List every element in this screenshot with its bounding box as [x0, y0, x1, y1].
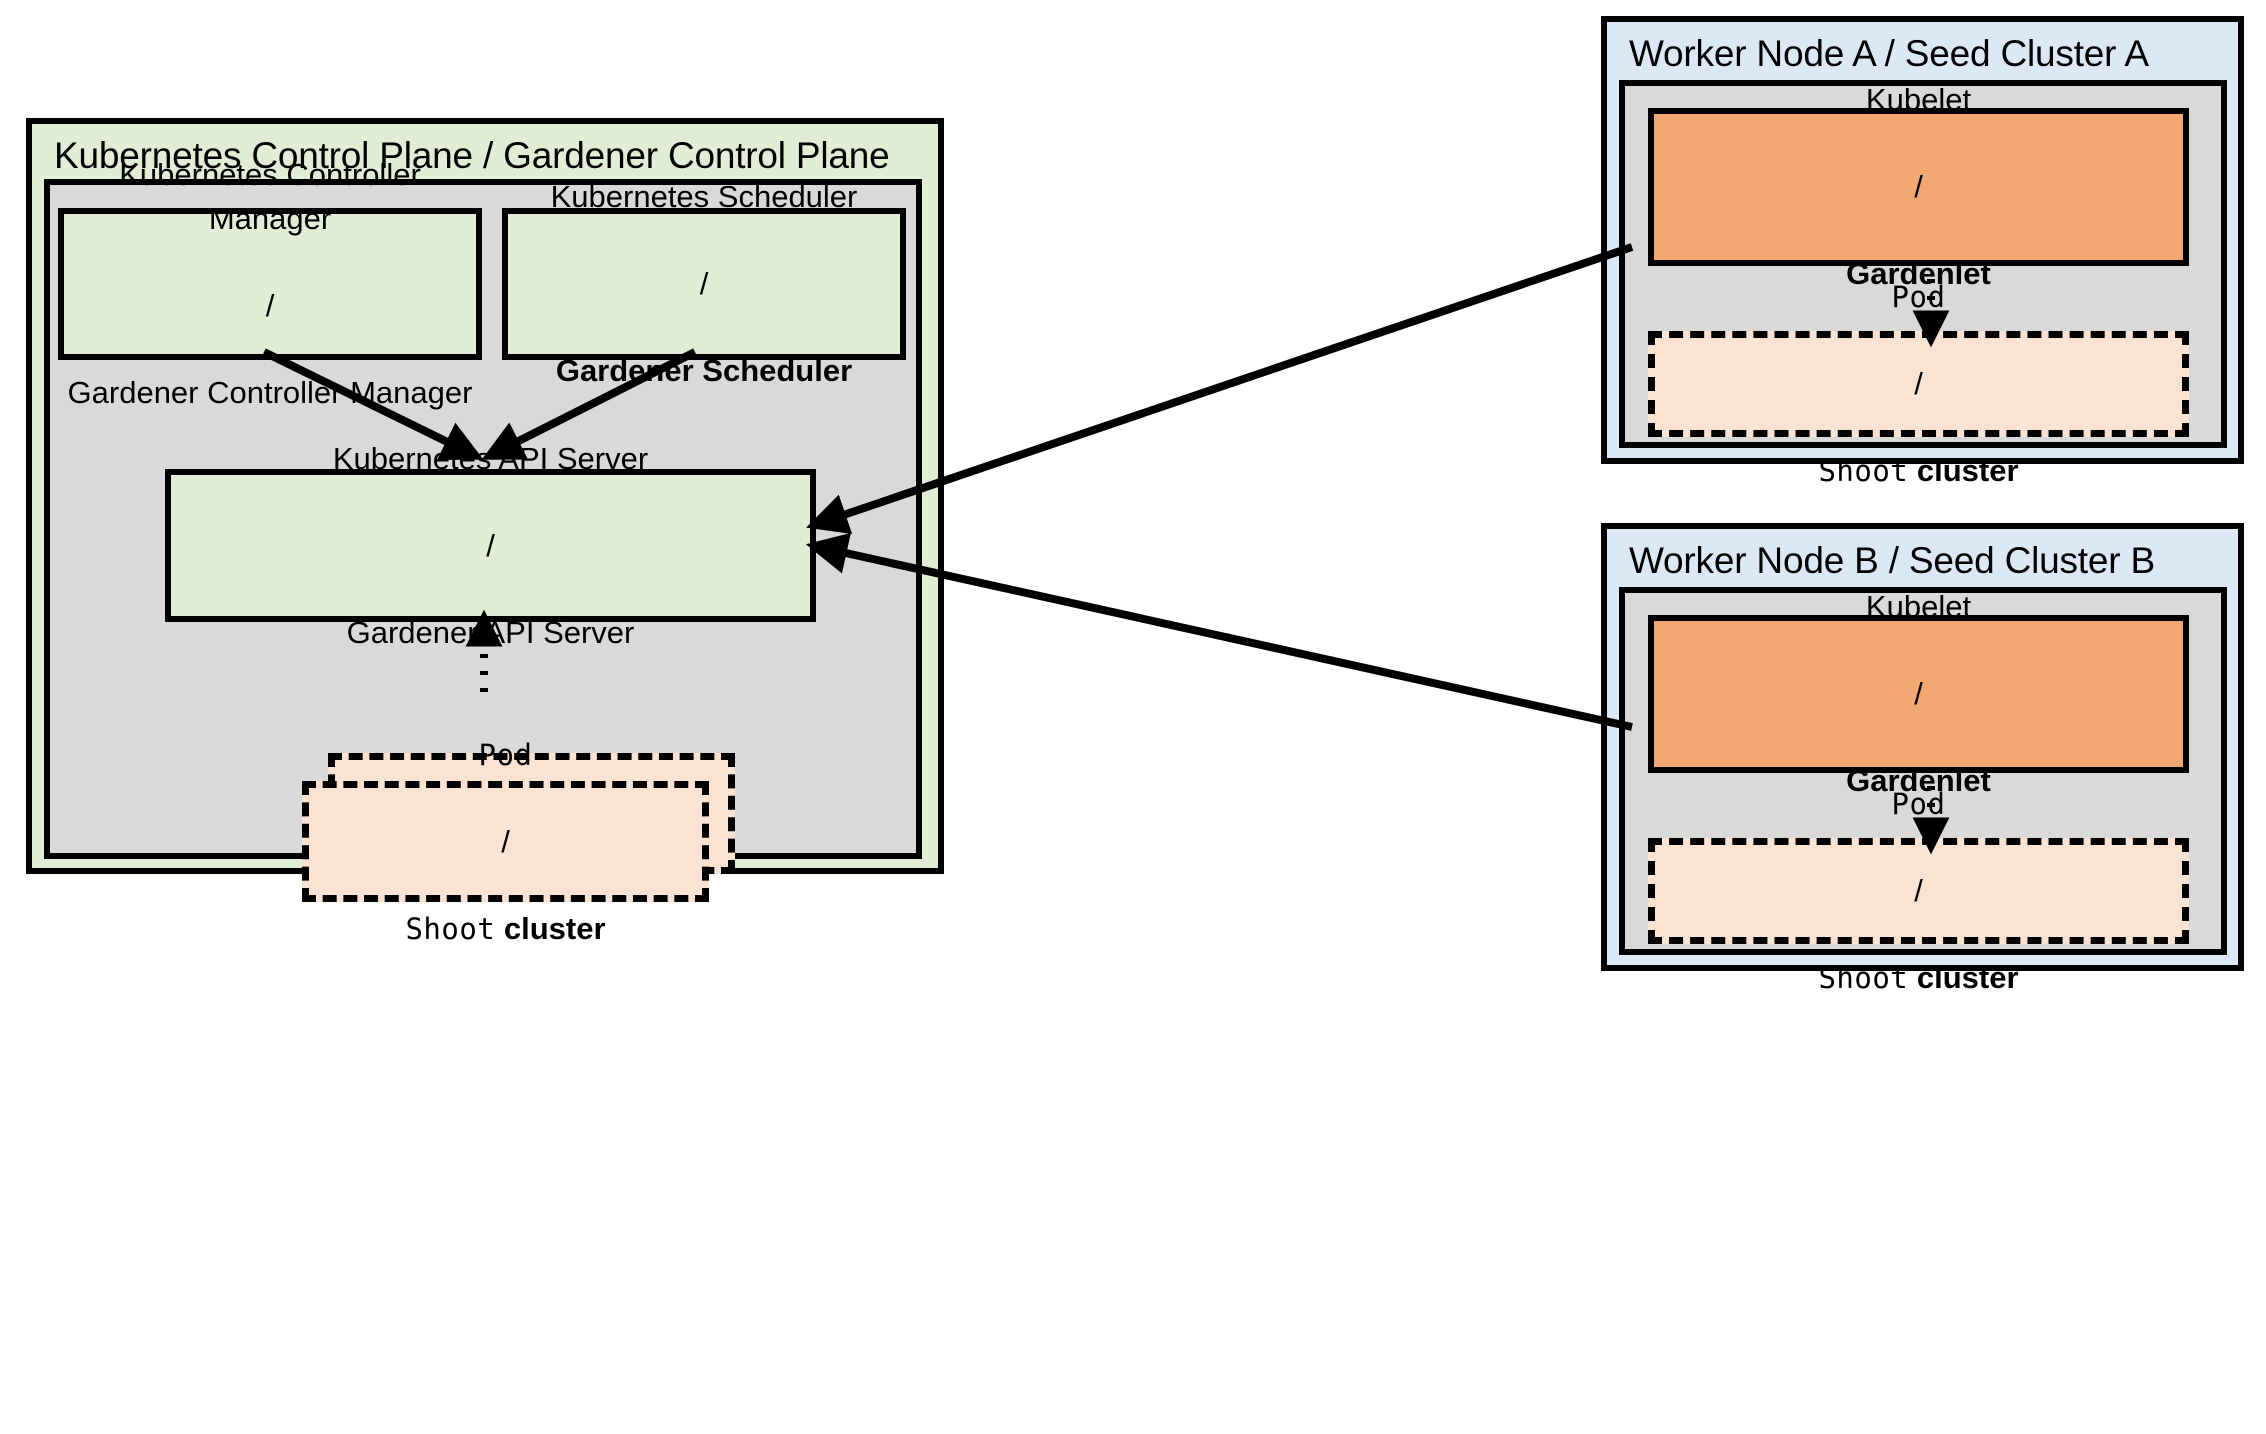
control-plane-pod-line2-bold: cluster: [503, 910, 606, 946]
controller-manager-separator: /: [265, 288, 275, 323]
control-plane-pod-box[interactable]: Pod / Shoot cluster: [302, 738, 709, 946]
seed-b-pod-line2-bold: cluster: [1916, 960, 2019, 995]
seed-b-pod-label: Pod / Shoot cluster: [1655, 738, 2182, 1044]
controller-manager-line1: Kubernetes Controller Manager: [119, 157, 421, 236]
seed-b-kubelet-line1: Kubelet: [1865, 589, 1972, 624]
seed-a-pod-line2-bold: cluster: [1916, 453, 2019, 488]
seed-a-pod-separator: /: [1914, 366, 1923, 401]
seed-b-kubelet-box[interactable]: Kubelet / Gardenlet: [1648, 589, 2189, 798]
seed-cluster-b-panel: Worker Node B / Seed Cluster B Kubelet /…: [1601, 523, 2244, 995]
seed-a-kubelet-separator: /: [1914, 169, 1923, 204]
seed-cluster-a-panel: Worker Node A / Seed Cluster A Kubelet /…: [1601, 16, 2244, 488]
control-plane-pod-separator: /: [501, 823, 510, 859]
control-plane-pod-line2-mono: Shoot: [405, 911, 496, 946]
seed-b-kubelet-line2: Gardenlet: [1846, 763, 1991, 798]
control-plane-pod-line1: Pod: [478, 737, 533, 772]
control-plane-title: Kubernetes Control Plane / Gardener Cont…: [54, 135, 890, 176]
seed-cluster-b-title: Worker Node B / Seed Cluster B: [1629, 540, 2155, 581]
seed-a-kubelet-label: Kubelet / Gardenlet: [1654, 34, 2183, 340]
seed-b-kubelet-label: Kubelet / Gardenlet: [1654, 541, 2183, 847]
seed-b-pod-separator: /: [1914, 873, 1923, 908]
scheduler-label: Kubernetes Scheduler / Gardener Schedule…: [508, 131, 900, 437]
scheduler-line1: Kubernetes Scheduler: [550, 179, 858, 214]
seed-a-pod-line1: Pod: [1891, 280, 1946, 314]
seed-a-inner-region: Kubelet / Gardenlet Pod / Shoot cluster: [1619, 80, 2227, 488]
control-plane-panel: Kubernetes Control Plane / Gardener Cont…: [26, 118, 944, 946]
seed-cluster-a-title: Worker Node A / Seed Cluster A: [1629, 33, 2149, 74]
control-plane-pod-line2: Shoot cluster: [309, 907, 702, 951]
seed-a-kubelet-line1: Kubelet: [1865, 82, 1972, 117]
scheduler-separator: /: [699, 266, 709, 301]
seed-b-pod-line2: Shoot cluster: [1655, 956, 2182, 1000]
kubernetes-api-server-box[interactable]: Kubernetes API Server / Gardener API Ser…: [165, 441, 816, 650]
seed-b-pod-box[interactable]: Pod / Shoot cluster: [1648, 787, 2189, 995]
kubernetes-scheduler-box[interactable]: Kubernetes Scheduler / Gardener Schedule…: [502, 179, 906, 388]
seed-a-pod-line2-mono: Shoot: [1818, 454, 1909, 488]
seed-b-pod-line2-mono: Shoot: [1818, 961, 1909, 995]
api-server-line2: Gardener API Server: [346, 614, 635, 650]
control-plane-inner-region: Kubernetes Controller Manager / Gardener…: [44, 157, 922, 946]
api-server-line1: Kubernetes API Server: [332, 440, 649, 476]
seed-a-pod-label: Pod / Shoot cluster: [1655, 231, 2182, 537]
seed-a-kubelet-line2: Gardenlet: [1846, 256, 1991, 291]
seed-a-kubelet-box[interactable]: Kubelet / Gardenlet: [1648, 82, 2189, 291]
scheduler-line2: Gardener Scheduler: [555, 353, 853, 388]
api-server-label: Kubernetes API Server / Gardener API Ser…: [171, 393, 810, 699]
seed-b-inner-region: Kubelet / Gardenlet Pod / Shoot cluster: [1619, 587, 2227, 995]
kubernetes-controller-manager-box[interactable]: Kubernetes Controller Manager / Gardener…: [58, 157, 482, 410]
seed-a-pod-box[interactable]: Pod / Shoot cluster: [1648, 280, 2189, 488]
seed-a-pod-line2: Shoot cluster: [1655, 449, 2182, 493]
seed-b-pod-line1: Pod: [1891, 787, 1946, 821]
api-server-separator: /: [486, 527, 495, 563]
seed-b-kubelet-separator: /: [1914, 676, 1923, 711]
control-plane-pod-label: Pod / Shoot cluster: [309, 689, 702, 995]
